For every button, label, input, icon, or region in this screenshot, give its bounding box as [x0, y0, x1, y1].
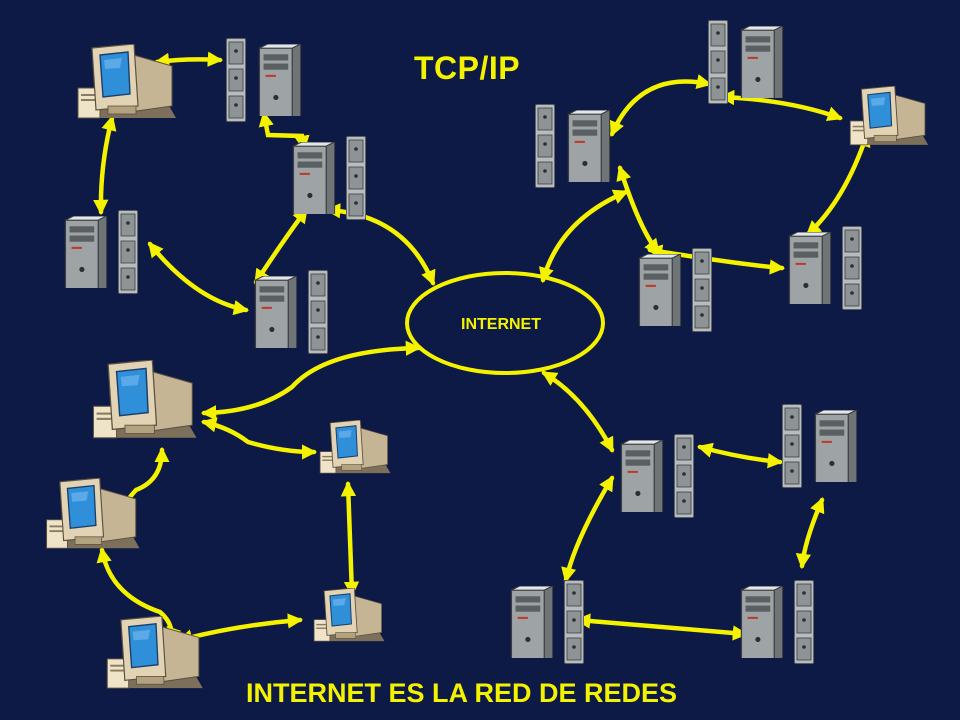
bl-pc-left-computer-icon [45, 478, 141, 550]
connection-arrow-18 [646, 244, 786, 275]
bl-pc-bottom-computer-icon [106, 616, 204, 689]
connection-arrow-1 [153, 51, 224, 69]
diagram-title: TCP/IP [414, 50, 521, 86]
tr-server-left-server-icon [535, 104, 611, 188]
connection-arrow-16 [616, 165, 661, 255]
tr-server-top-server-icon [708, 20, 784, 104]
connection-arrow-3 [258, 110, 310, 152]
connection-arrow-15 [805, 131, 871, 237]
connection-arrow-19 [541, 370, 615, 453]
bl-pc-top-computer-icon [92, 360, 198, 439]
connection-arrow-6 [324, 203, 436, 286]
connection-arrow-22 [795, 497, 825, 570]
connection-arrow-17 [538, 189, 629, 283]
connection-arrow-7 [200, 340, 422, 421]
connection-arrow-4 [147, 241, 250, 316]
connection-arrow-13 [609, 74, 712, 137]
connection-arrow-23 [574, 613, 749, 641]
internet-cloud-label: INTERNET [461, 316, 541, 333]
tl-server-mid-server-icon [292, 136, 366, 220]
diagram-caption: INTERNET ES LA RED DE REDES [246, 678, 678, 708]
tl-server-left-server-icon [64, 210, 138, 294]
br-server-left-server-icon [510, 580, 584, 664]
connection-arrow-5 [253, 207, 309, 285]
bl-pc-bottom-right-computer-icon [313, 588, 386, 642]
bl-pc-right-computer-icon [319, 420, 392, 474]
tr-server-mid-server-icon [638, 248, 712, 332]
connection-arrow-14 [718, 89, 843, 122]
connection-arrow-2 [93, 115, 117, 216]
tl-pc-computer-icon [77, 44, 177, 119]
connection-arrow-21 [561, 475, 615, 583]
internet-cloud-ellipse [405, 271, 605, 375]
tr-server-right-server-icon [788, 226, 862, 310]
tl-server-low-server-icon [254, 270, 328, 354]
tr-pc-computer-icon [849, 86, 929, 146]
connection-arrow-10 [340, 480, 360, 598]
tl-server-server-icon [226, 38, 302, 122]
br-server-right-server-icon [782, 404, 858, 488]
br-server-bottom-server-icon [740, 580, 814, 664]
br-server-top-server-icon [620, 434, 694, 518]
connection-arrow-8 [201, 417, 318, 460]
connection-arrow-20 [697, 442, 784, 469]
